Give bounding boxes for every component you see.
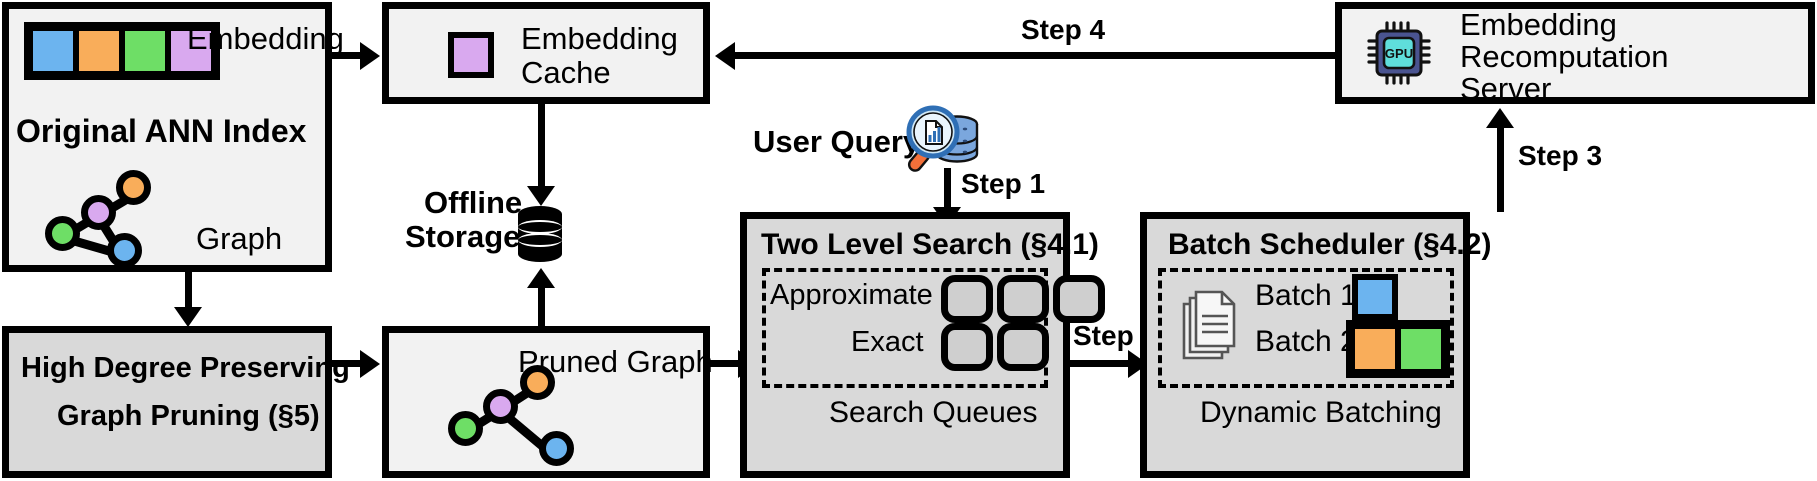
batch-2-item-green xyxy=(1398,326,1444,372)
arrow-step3-head xyxy=(1486,108,1514,128)
query-search-database-icon xyxy=(903,104,979,181)
step1-label: Step 1 xyxy=(961,168,1046,199)
arrow-step4-shaft xyxy=(735,52,1335,59)
arrow-pruned-to-storage-shaft xyxy=(538,288,545,328)
recomputation-server-line2: Recomputation xyxy=(1460,39,1669,74)
step3-label: Step 3 xyxy=(1518,140,1603,171)
original-ann-index-title: Original ANN Index xyxy=(16,113,307,149)
embedding-label: Embedding xyxy=(187,21,344,56)
embedding-cache-line1: Embedding xyxy=(521,21,678,56)
arrow-pruned-to-search-shaft xyxy=(710,360,742,367)
dynamic-batching-caption: Dynamic Batching xyxy=(1200,396,1442,429)
pruned-node-blue xyxy=(539,431,574,466)
svg-text:GPU: GPU xyxy=(1385,46,1413,61)
batch-scheduler-title: Batch Scheduler (§4.2) xyxy=(1168,228,1492,261)
embedding-cell-green xyxy=(122,28,168,74)
arrow-pruned-to-storage-head xyxy=(527,268,555,288)
batch-1-label: Batch 1 xyxy=(1255,279,1357,312)
embedding-cache-box xyxy=(382,2,710,104)
offline-storage-line1: Offline xyxy=(424,185,523,220)
arrow-pruning-to-pruned-shaft xyxy=(332,360,362,367)
index-node-orange xyxy=(116,170,151,205)
pruned-node-purple xyxy=(483,389,518,424)
approximate-slot-3[interactable] xyxy=(1053,275,1105,323)
user-query-label: User Query xyxy=(753,124,921,159)
graph-pruning-box xyxy=(2,326,332,478)
database-cylinder-icon xyxy=(516,205,564,268)
graph-pruning-line1: High Degree Preserving xyxy=(21,352,350,384)
index-node-blue xyxy=(107,233,142,268)
pruned-graph-label: Pruned Graph xyxy=(518,344,713,379)
recomputation-server-line1: Embedding xyxy=(1460,7,1617,42)
batch-1-item-blue xyxy=(1352,274,1398,320)
arrow-index-to-pruning-shaft xyxy=(185,272,192,310)
documents-stack-icon xyxy=(1180,290,1236,367)
offline-storage-line2: Storage xyxy=(405,219,521,254)
graph-label: Graph xyxy=(196,221,283,256)
arrow-cache-to-storage-shaft xyxy=(538,104,545,189)
purple-square-icon xyxy=(448,32,494,78)
exact-slot-row xyxy=(941,323,1049,371)
embedding-cell-blue xyxy=(30,28,76,74)
embedding-cell-orange xyxy=(76,28,122,74)
arrow-step1-shaft xyxy=(944,168,951,210)
search-queues-caption: Search Queues xyxy=(829,396,1038,429)
arrow-index-to-cache-shaft xyxy=(332,52,362,59)
embedding-swatch-strip xyxy=(24,22,220,80)
batch-2-items xyxy=(1346,320,1450,378)
embedding-cache-line2: Cache xyxy=(521,55,611,90)
approximate-slot-row xyxy=(941,275,1105,323)
batch-2-label: Batch 2 xyxy=(1255,325,1357,358)
step4-label: Step 4 xyxy=(1021,14,1106,45)
index-node-green xyxy=(45,216,80,251)
arrow-step3-shaft xyxy=(1497,127,1504,212)
graph-pruning-line2: Graph Pruning (§5) xyxy=(57,400,320,432)
dynamic-batching-dashed-area xyxy=(1158,268,1454,388)
gpu-chip-icon: GPU xyxy=(1367,21,1433,90)
index-node-purple xyxy=(81,195,116,230)
exact-slot-1[interactable] xyxy=(941,323,993,371)
arrow-index-to-pruning-head xyxy=(174,307,202,327)
recomputation-server-line3: Server xyxy=(1460,71,1552,106)
pruned-node-orange xyxy=(520,365,555,400)
approximate-slot-2[interactable] xyxy=(997,275,1049,323)
batch-2-item-orange xyxy=(1352,326,1398,372)
embedding-cell-purple xyxy=(168,28,214,74)
approximate-slot-1[interactable] xyxy=(941,275,993,323)
exact-slot-2[interactable] xyxy=(997,323,1049,371)
approximate-row-label: Approximate xyxy=(770,279,933,311)
arrow-cache-to-storage-head xyxy=(527,186,555,206)
two-level-search-title: Two Level Search (§4.1) xyxy=(761,228,1099,261)
arrow-pruning-to-pruned-head xyxy=(360,350,380,378)
arrow-step2-shaft xyxy=(1070,360,1138,367)
pruned-node-green xyxy=(448,411,483,446)
arrow-step4-head xyxy=(715,42,735,70)
arrow-index-to-cache-head xyxy=(360,42,380,70)
exact-row-label: Exact xyxy=(851,326,924,358)
